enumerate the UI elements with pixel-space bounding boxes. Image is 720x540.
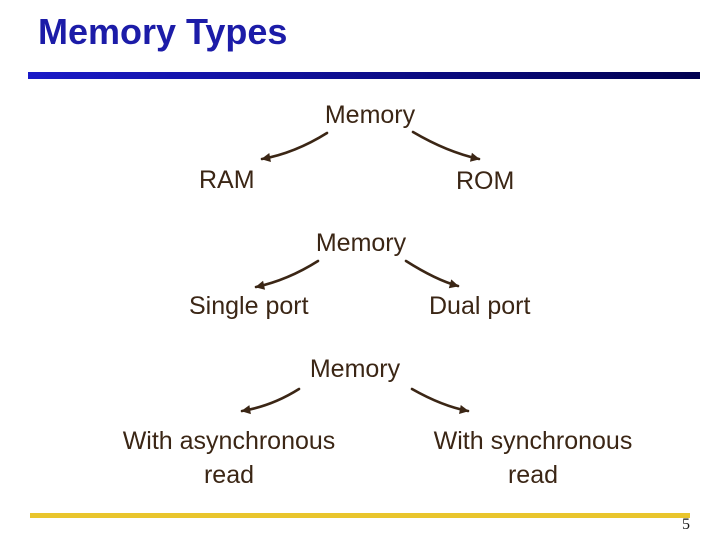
tree3-left-label-line1: With asynchronous [122, 427, 336, 455]
tree2-right-label: Dual port [429, 292, 531, 320]
tree2-right-arrow [404, 259, 460, 289]
tree3-right-label-line2: read [507, 461, 559, 489]
slide-title: Memory Types [38, 11, 288, 52]
tree1-left-arrow [260, 131, 329, 163]
tree1-right-label: ROM [456, 167, 515, 195]
tree3-root-label: Memory [309, 355, 401, 383]
tree3-left-arrow [240, 387, 301, 415]
tree3-right-label-line1: With synchronous [433, 427, 633, 455]
title-underline-rule [28, 72, 700, 79]
page-number: 5 [682, 516, 690, 533]
tree3-left-label: With asynchronous read [109, 424, 349, 492]
tree3-right-arrow [410, 387, 470, 414]
tree3-left-label-line2: read [203, 461, 255, 489]
tree2-left-arrow [254, 259, 320, 290]
tree2-root-label: Memory [315, 229, 407, 257]
footer-divider-line [30, 513, 690, 518]
tree2-left-label: Single port [189, 292, 309, 320]
tree1-right-arrow [411, 130, 481, 162]
tree1-left-label: RAM [199, 166, 255, 194]
tree1-root-label: Memory [324, 101, 416, 129]
tree3-right-label: With synchronous read [413, 424, 653, 492]
